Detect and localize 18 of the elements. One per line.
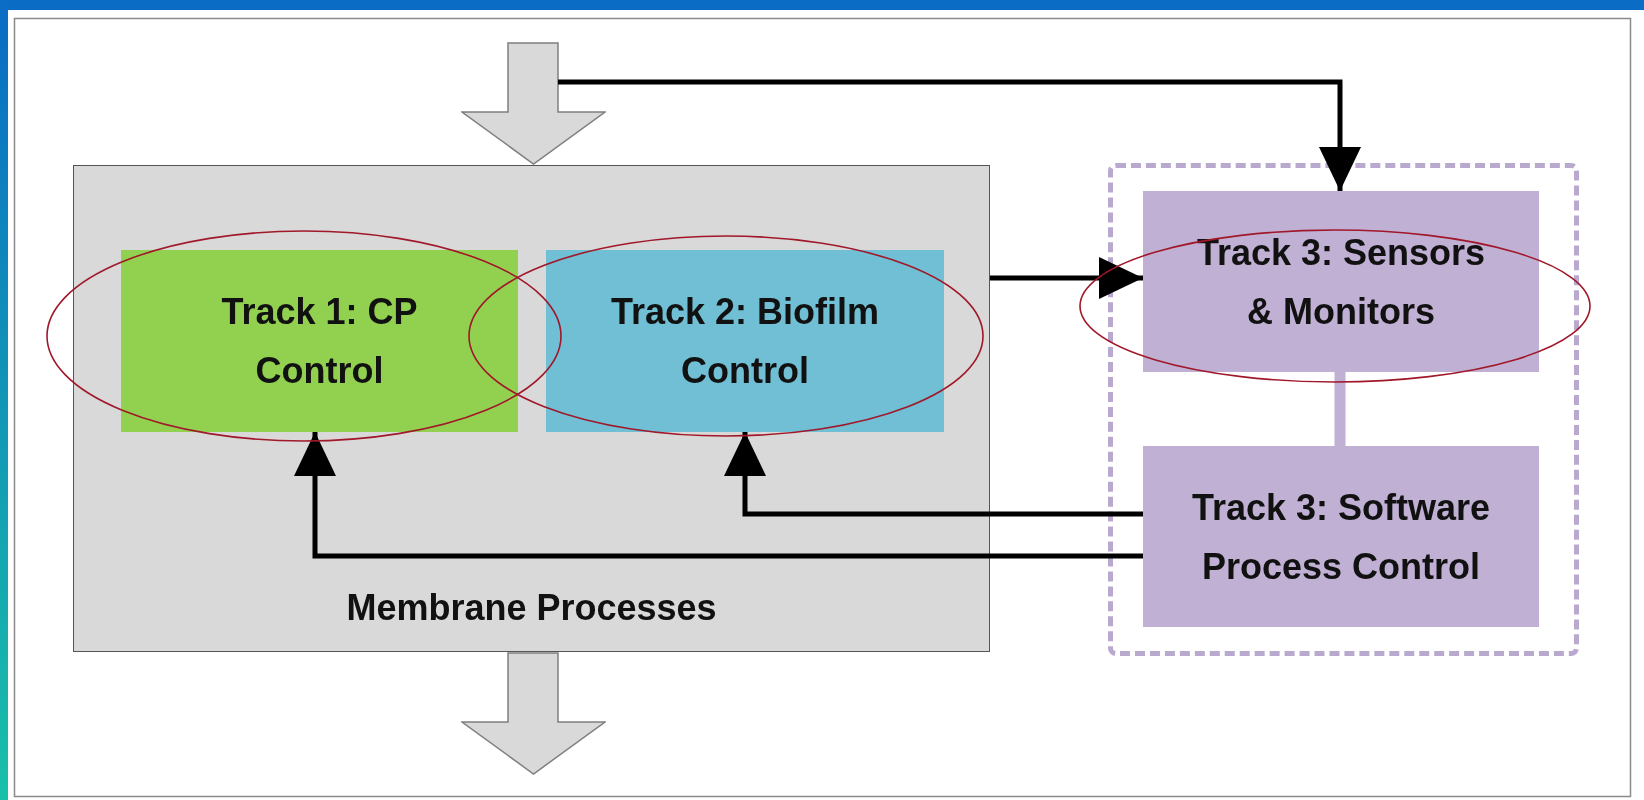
process-panel: [73, 165, 990, 652]
track-box: [121, 250, 518, 432]
track-box: [546, 250, 944, 432]
dashed-group-frame: [1108, 163, 1579, 656]
track-label: Track 3: Sensors & Monitors: [1195, 230, 1487, 334]
arrow: [294, 432, 1143, 559]
panel-label: Membrane Processes: [345, 586, 718, 630]
block-arrow: [461, 42, 606, 165]
block-arrow: [461, 652, 606, 775]
arrow: [990, 257, 1143, 299]
track-label: Track 1: CP Control: [220, 290, 419, 393]
track-box: [1143, 191, 1539, 372]
track-label: Track 3: Software Process Control: [1190, 485, 1492, 589]
track-box: [1143, 446, 1539, 627]
arrow: [558, 79, 1361, 191]
connector-line: [1334, 372, 1346, 446]
arrow: [724, 432, 1143, 517]
track-label: Track 2: Biofilm Control: [609, 290, 881, 393]
